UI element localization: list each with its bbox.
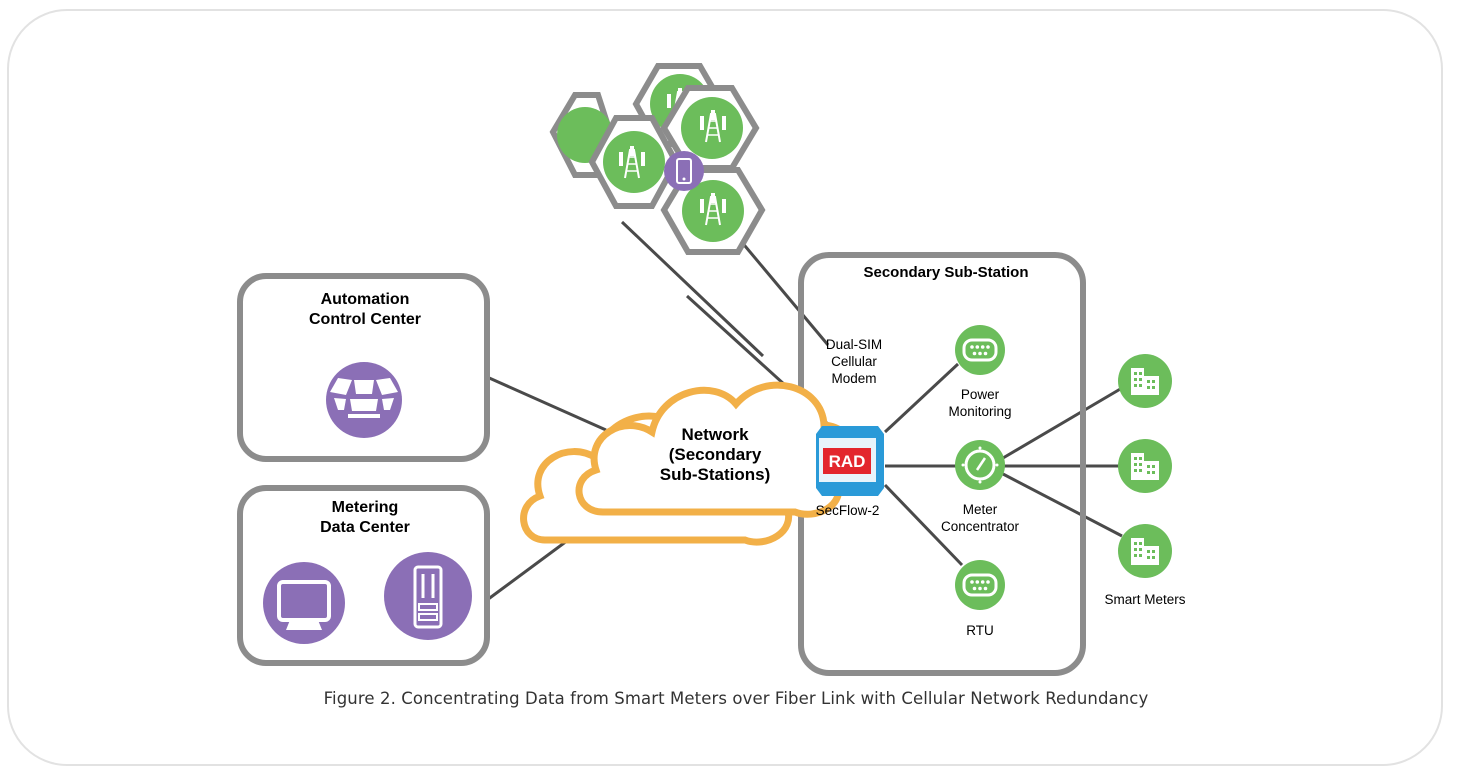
automation-title-line2: Control Center — [309, 311, 421, 328]
power-monitoring-label: Power Monitoring — [930, 386, 1030, 420]
modem-line1: Dual-SIM — [825, 337, 883, 352]
rad-logo: RAD — [829, 452, 866, 471]
network-line3: Sub-Stations) — [659, 465, 771, 484]
building-icon — [1118, 354, 1172, 578]
automation-title: Automation Control Center — [240, 290, 490, 330]
power-line2: Monitoring — [948, 404, 1012, 419]
metering-title: Metering Data Center — [240, 498, 490, 538]
secflow-label: SecFlow-2 — [815, 503, 880, 518]
modem-line3: Modem — [831, 371, 877, 386]
modem-label: Dual-SIM Cellular Modem — [804, 336, 904, 387]
meter-line1: Meter — [962, 502, 998, 517]
network-line2: (Secondary — [668, 445, 762, 464]
metering-title-line1: Metering — [331, 499, 399, 516]
power-monitoring-icon — [955, 325, 1005, 375]
cell-tower-icon — [549, 63, 766, 255]
modem-line2: Cellular — [831, 354, 877, 369]
power-line1: Power — [960, 387, 1000, 402]
monitor-icon — [263, 562, 345, 644]
rtu-icon — [955, 560, 1005, 610]
substation-title: Secondary Sub-Station — [863, 264, 1029, 281]
meter-concentrator-label: Meter Concentrator — [920, 501, 1040, 535]
meter-concentrator-icon — [955, 440, 1005, 490]
server-icon — [384, 552, 472, 640]
rad-device-icon: RAD — [816, 426, 884, 496]
automation-title-line1: Automation — [320, 291, 410, 308]
smart-meters-label: Smart Meters — [1104, 592, 1186, 607]
network-line1: Network — [681, 425, 749, 444]
mobile-phone-icon — [664, 151, 704, 191]
control-room-icon — [326, 362, 402, 438]
network-label: Network (Secondary Sub-Stations) — [625, 425, 805, 485]
metering-title-line2: Data Center — [320, 519, 410, 536]
rtu-label: RTU — [966, 623, 994, 638]
network-cloud — [520, 381, 857, 546]
figure-caption: Figure 2. Concentrating Data from Smart … — [323, 689, 1149, 708]
meter-line2: Concentrator — [940, 519, 1020, 534]
